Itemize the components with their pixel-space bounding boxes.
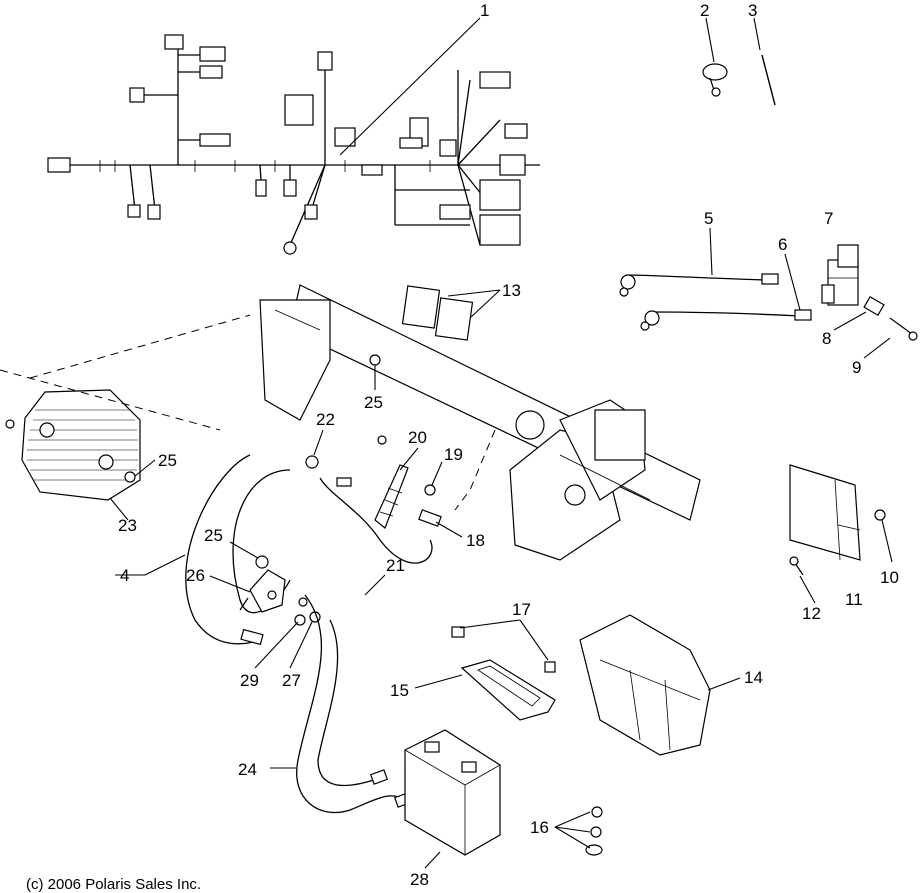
callout-9: 9: [852, 358, 861, 377]
part-7-solenoid: [821, 244, 859, 306]
callout-1: 1: [480, 1, 489, 20]
callout-12: 12: [802, 604, 821, 623]
part-26-relay: [239, 569, 286, 613]
part-3-cable-tie: [761, 54, 776, 106]
part-21-cable: [319, 477, 433, 564]
part-10-nut: [874, 509, 886, 521]
callout-13: 13: [502, 281, 521, 300]
callout-25-c: 25: [204, 526, 223, 545]
callout-17: 17: [512, 600, 531, 619]
callout-27: 27: [282, 671, 301, 690]
part-8-spacer: [863, 295, 885, 317]
callout-11: 11: [845, 590, 863, 609]
callout-22: 22: [316, 410, 335, 429]
callout-8: 8: [822, 329, 831, 348]
part-12-bolt: [789, 556, 804, 576]
part-13-relays: [401, 285, 474, 341]
part-25-bolts: [124, 354, 387, 569]
callout-2: 2: [700, 1, 709, 20]
part-11-module: [789, 464, 861, 561]
callout-20: 20: [408, 428, 427, 447]
callout-25-a: 25: [158, 451, 177, 470]
part-29-nut: [294, 597, 308, 626]
callout-29: 29: [240, 671, 259, 690]
callouts: 1 2 3 4 5 6 7 8 9 10 11 12 13 14 15 16 1…: [118, 1, 899, 889]
callout-7: 7: [824, 209, 833, 228]
callout-16: 16: [530, 818, 549, 837]
callout-19: 19: [444, 445, 463, 464]
callout-14: 14: [744, 668, 763, 687]
part-5-cable: [619, 273, 779, 297]
callout-5: 5: [704, 209, 713, 228]
part-9-bolt: [889, 317, 918, 341]
part-15-bracket: [460, 659, 556, 721]
callout-26: 26: [186, 566, 205, 585]
callout-28: 28: [410, 870, 429, 889]
part-19-nut: [424, 484, 436, 496]
part-17-bolts: [451, 626, 556, 673]
part-20-fuse-block: [374, 464, 409, 529]
part-23-regulator: [5, 389, 141, 501]
callout-18: 18: [466, 531, 485, 550]
callout-15: 15: [390, 681, 409, 700]
callout-4: 4: [120, 566, 129, 585]
callout-23: 23: [118, 516, 137, 535]
part-14-battery-box: [579, 614, 711, 756]
part-18-fuse: [418, 509, 442, 527]
part-6-cable: [640, 309, 812, 331]
copyright-notice: (c) 2006 Polaris Sales Inc.: [26, 876, 202, 893]
part-22-bolt: [305, 455, 319, 469]
part-16-hardware: [585, 806, 603, 856]
callout-3: 3: [748, 1, 757, 20]
part-24-cable: [296, 594, 413, 814]
callout-6: 6: [778, 235, 787, 254]
callout-25-b: 25: [364, 393, 383, 412]
callout-10: 10: [880, 568, 899, 587]
part-28-battery: [404, 729, 501, 856]
callout-24: 24: [238, 760, 257, 779]
part-4-cable: [185, 454, 291, 646]
wiring-harness-main: [47, 34, 540, 255]
leader-lines: [109, 17, 893, 869]
vehicle-frame: [259, 284, 701, 561]
regulator-dash-lines: [0, 314, 251, 431]
part-2-clamp: [702, 63, 728, 97]
callout-21: 21: [386, 556, 405, 575]
